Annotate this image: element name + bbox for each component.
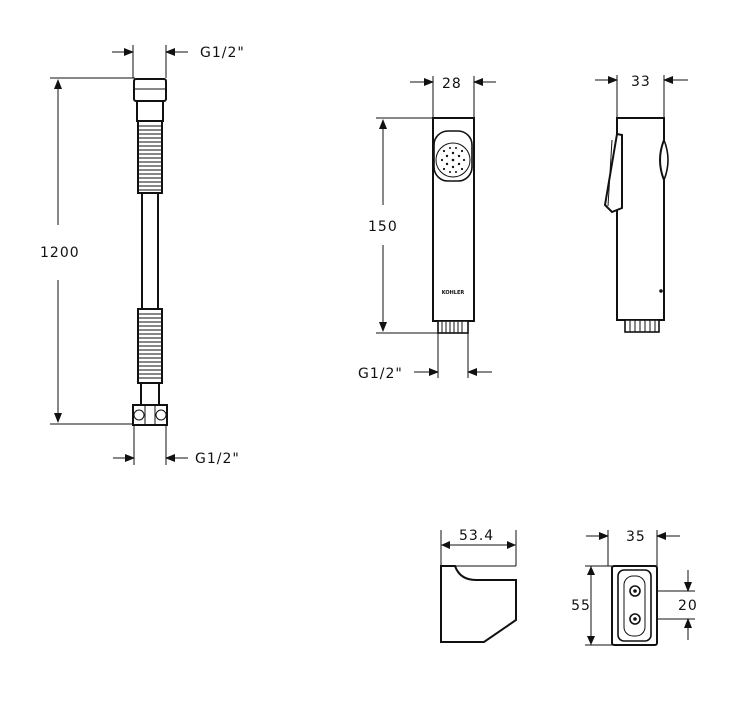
handspray-thread-dimension: G1/2" — [358, 333, 492, 382]
spray-nozzle-ring — [435, 142, 471, 178]
holder-front-width-label: 35 — [626, 529, 646, 545]
handspray-side-body — [616, 117, 665, 321]
handspray-width-label: 28 — [442, 76, 462, 92]
handspray-depth-dimension: 33 — [595, 74, 688, 118]
handspray-body — [432, 117, 475, 322]
holder-side-view: 53.4 — [440, 528, 517, 643]
hose-top-collar — [136, 100, 164, 122]
hose-drawing: G1/2" 1200 — [40, 45, 245, 467]
mounting-hole-bottom — [629, 613, 641, 625]
holder-front-width-dimension: 35 — [586, 529, 680, 566]
hose-length-label: 1200 — [40, 245, 80, 261]
mounting-hole-top — [629, 585, 641, 597]
hose-lower-collar — [140, 382, 160, 406]
hose-bottom-thread-dimension: G1/2" — [113, 425, 240, 467]
hose-upper-corrugation — [137, 120, 163, 194]
spray-nozzles — [440, 147, 466, 173]
handspray-depth-label: 33 — [631, 74, 651, 90]
handspray-width-dimension: 28 — [410, 76, 496, 118]
hose-top-fitting — [133, 78, 167, 102]
hose-top-thread-dimension: G1/2" — [112, 45, 245, 78]
holder-front-view: 35 55 20 — [571, 529, 698, 646]
brand-logo: KOHLER — [442, 290, 465, 296]
holder-hole-spacing-label: 20 — [678, 598, 698, 614]
handspray-height-dimension: 150 — [368, 117, 438, 334]
holder-width-dimension: 53.4 — [440, 528, 517, 566]
hose-lower-corrugation — [137, 308, 163, 384]
holder-side-body — [440, 565, 517, 643]
spray-face — [433, 130, 473, 182]
handspray-side-view: 33 — [595, 74, 688, 333]
hose-smooth-section — [141, 192, 159, 310]
hose-length-dimension: 1200 — [40, 77, 135, 425]
holder-height-label: 55 — [571, 598, 591, 614]
holder-height-dimension: 55 — [571, 565, 612, 646]
handspray-thread-label: G1/2" — [358, 366, 403, 382]
holder-front-inner — [617, 569, 652, 642]
holder-front-body — [611, 565, 658, 646]
handspray-height-label: 150 — [368, 219, 398, 235]
hose-bottom-thread-label: G1/2" — [195, 451, 240, 467]
hose-bottom-nut — [132, 404, 168, 426]
holder-width-label: 53.4 — [459, 528, 494, 544]
trigger-lever — [603, 132, 623, 214]
hose-top-thread-label: G1/2" — [200, 45, 245, 61]
handspray-front-view: 28 150 KOHLER — [358, 76, 496, 382]
